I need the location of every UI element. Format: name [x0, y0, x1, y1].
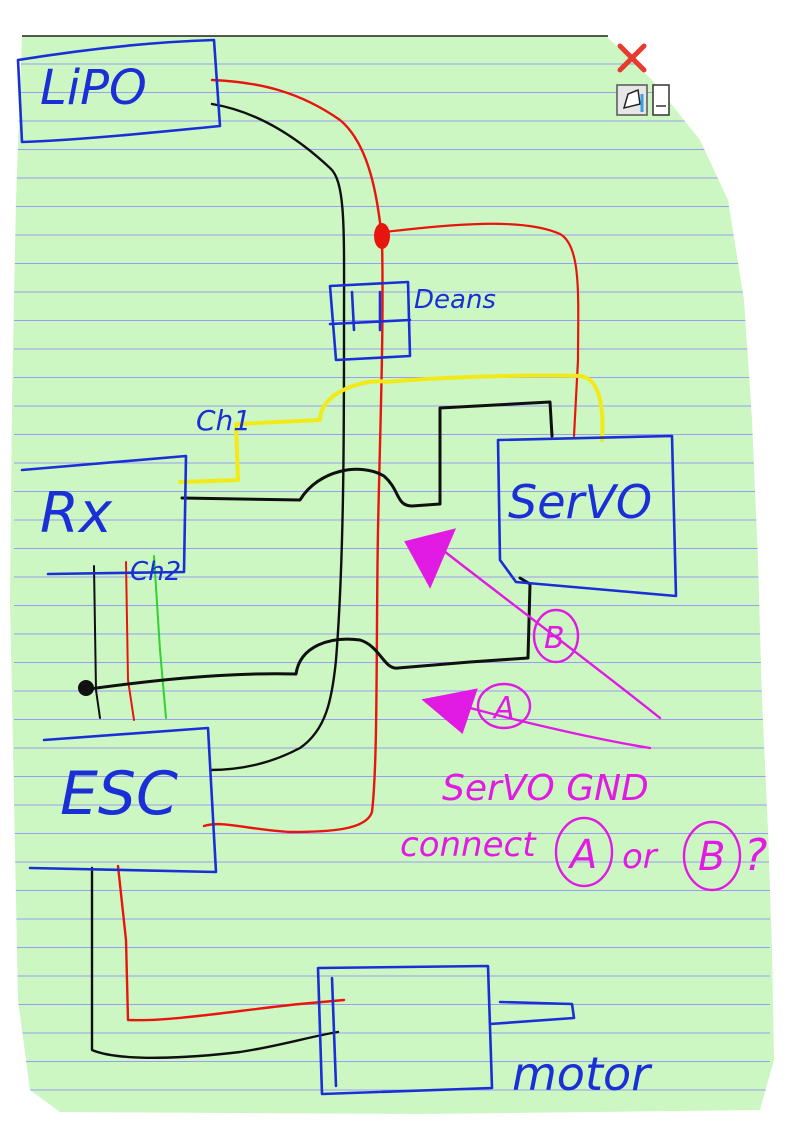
pen-icon[interactable]: [616, 84, 648, 116]
point-b-label: B: [544, 621, 565, 656]
point-b-circle: [532, 608, 580, 664]
sketch-toolbar: [614, 40, 670, 124]
note-line1: SerVO GND: [442, 768, 649, 809]
point-a-label: A: [492, 691, 515, 726]
arrow-line-top: [438, 546, 662, 720]
motor-box: [316, 964, 576, 1096]
servo-label: SerVO: [508, 475, 652, 529]
note-a: A: [567, 832, 597, 878]
note-or: or: [622, 837, 659, 877]
point-a-circle: [476, 682, 532, 730]
rx-box: [20, 454, 188, 576]
note-question: ?: [744, 830, 767, 881]
ch1-label: Ch1: [196, 404, 251, 437]
ch1-yellow-wire: [178, 373, 605, 484]
ch2-black-wire: [93, 565, 101, 719]
ch2-green-wire: [153, 555, 167, 719]
marker-triangle-a: [421, 688, 478, 735]
rx-gnd-black-wire: [180, 400, 554, 508]
ruled-lines: [14, 63, 770, 1091]
lipo-label: LiPO: [40, 60, 147, 116]
note-b: B: [698, 834, 725, 880]
rx-label: Rx: [40, 481, 113, 546]
page-icon[interactable]: [652, 84, 670, 116]
esc-label: ESC: [60, 759, 178, 829]
note-connect: connect: [400, 825, 537, 865]
ch2-label: Ch2: [130, 557, 181, 587]
lipo-red-wire: [202, 78, 384, 834]
motor-black-wire: [90, 866, 340, 1059]
esc-gnd-black-wire: [80, 576, 532, 692]
motor-label: motor: [512, 1047, 653, 1101]
motor-red-wire: [116, 864, 346, 1022]
deans-label: Deans: [414, 285, 496, 315]
lipo-box: [16, 38, 222, 144]
marker-triangle-top: [404, 528, 457, 589]
lipo-black-wire: [208, 102, 346, 772]
servo-red-wire: [382, 222, 580, 438]
close-icon[interactable]: [616, 42, 648, 74]
note-b-circle: [682, 820, 742, 892]
note-a-circle: [554, 816, 614, 888]
ch2-red-wire: [125, 561, 135, 721]
ground-junction: [78, 680, 94, 696]
paper-sheet: [10, 36, 774, 1114]
junction-dot: [374, 223, 390, 249]
servo-box: [496, 434, 678, 598]
deans-connector: [328, 280, 412, 362]
arrow-line-a: [468, 706, 652, 750]
